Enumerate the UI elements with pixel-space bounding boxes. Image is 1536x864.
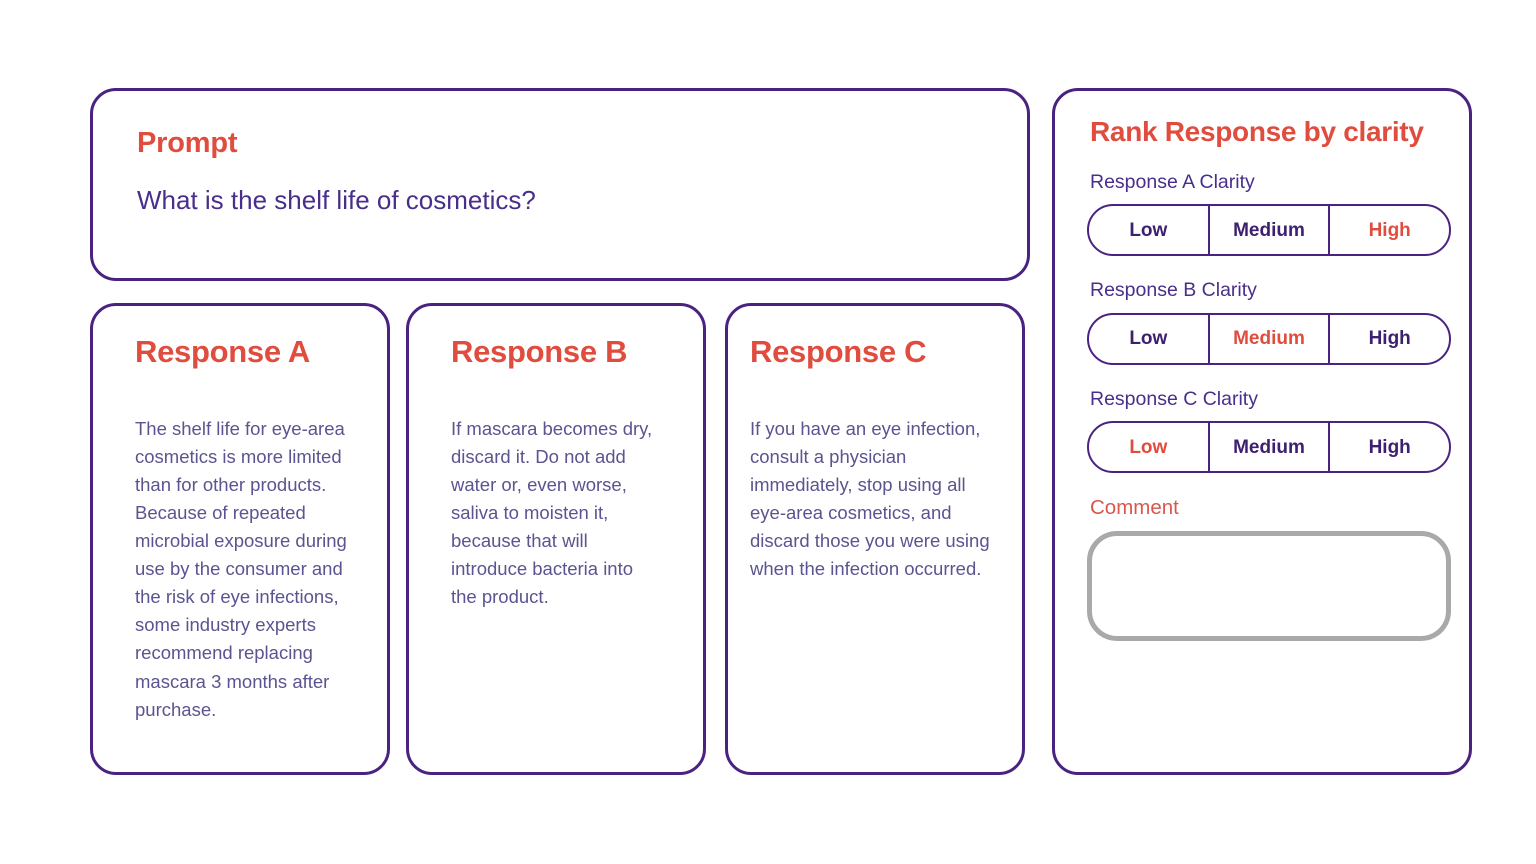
response-card-b: Response B If mascara becomes dry, disca…	[406, 303, 706, 775]
response-b-clarity-option-medium[interactable]: Medium	[1207, 314, 1329, 363]
response-b-clarity-option-high[interactable]: High	[1328, 314, 1449, 363]
response-c-body: If you have an eye infection, consult a …	[750, 417, 990, 580]
response-c-clarity-label: Response C Clarity	[1090, 387, 1258, 410]
response-a-clarity-option-medium[interactable]: Medium	[1207, 206, 1329, 255]
response-c-clarity-option-medium[interactable]: Medium	[1207, 423, 1329, 472]
response-b-clarity-option-low[interactable]: Low	[1089, 315, 1208, 363]
response-c-clarity-option-high[interactable]: High	[1328, 423, 1449, 472]
response-c-clarity-option-low[interactable]: Low	[1089, 423, 1208, 471]
prompt-title: Prompt	[137, 127, 238, 159]
comment-input[interactable]	[1087, 530, 1451, 641]
rank-panel: Rank Response by clarity Response A Clar…	[1052, 88, 1472, 775]
response-a-clarity-segmented-control[interactable]: Low Medium High	[1087, 204, 1451, 257]
response-b-clarity-segmented-control[interactable]: Low Medium High	[1087, 312, 1451, 365]
response-c-clarity-segmented-control[interactable]: Low Medium High	[1087, 421, 1451, 474]
response-b-title: Response B	[451, 334, 628, 369]
comment-label: Comment	[1090, 496, 1179, 520]
prompt-card: Prompt What is the shelf life of cosmeti…	[90, 88, 1030, 281]
response-b-clarity-label: Response B Clarity	[1090, 279, 1257, 302]
response-card-a: Response A The shelf life for eye-area c…	[90, 303, 390, 775]
response-card-c: Response C If you have an eye infection,…	[725, 303, 1025, 775]
response-c-title: Response C	[750, 334, 927, 369]
rank-panel-title: Rank Response by clarity	[1090, 116, 1424, 147]
response-a-body: The shelf life for eye-area cosmetics is…	[135, 417, 347, 720]
response-a-clarity-label: Response A Clarity	[1090, 170, 1255, 193]
response-a-clarity-option-high[interactable]: High	[1328, 206, 1449, 255]
response-a-title: Response A	[135, 334, 311, 369]
response-a-clarity-option-low[interactable]: Low	[1089, 206, 1208, 254]
response-b-body: If mascara becomes dry, discard it. Do n…	[451, 417, 653, 608]
prompt-text: What is the shelf life of cosmetics?	[137, 185, 536, 215]
